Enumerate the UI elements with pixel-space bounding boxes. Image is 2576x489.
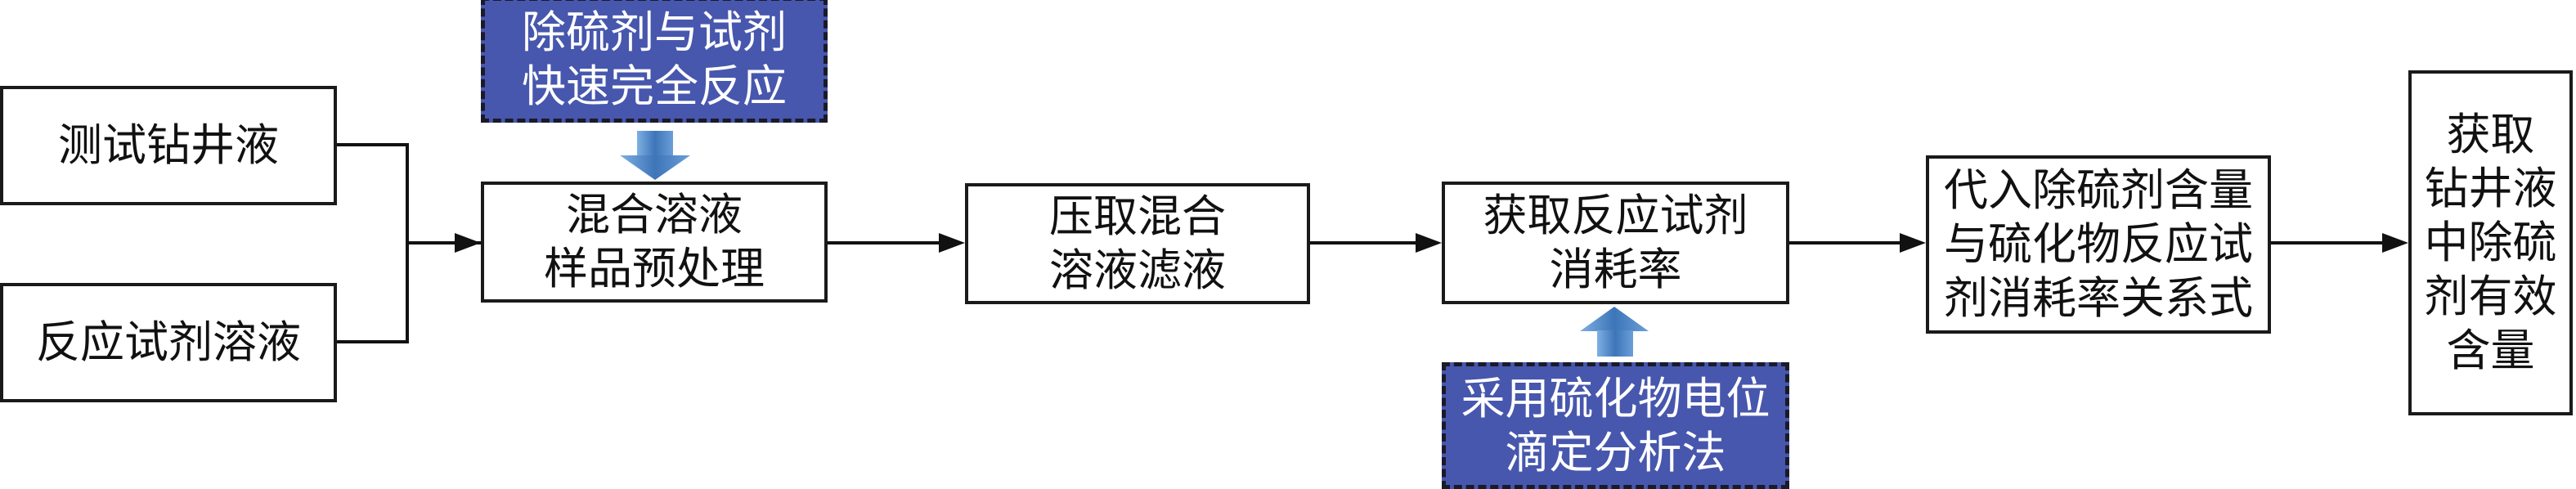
box-text: 消耗率 (1549, 244, 1682, 295)
box-text: 中除硫 (2424, 217, 2557, 268)
step-effective-content: 获取 钻井液 中除硫 剂有效 含量 (2408, 70, 2573, 415)
box-text: 溶液滤液 (1049, 244, 1226, 296)
box-text: 获取反应试剂 (1483, 190, 1748, 241)
box-text: 测试钻井液 (58, 119, 279, 171)
note-text: 滴定分析法 (1505, 426, 1726, 478)
box-text: 获取 (2446, 109, 2535, 160)
merge-connector (337, 143, 451, 343)
box-text: 含量 (2446, 325, 2535, 376)
box-text: 样品预处理 (544, 243, 765, 294)
step-relation-formula: 代入除硫剂含量 与硫化物反应试 剂消耗率关系式 (1926, 155, 2271, 334)
box-text: 压取混合 (1049, 191, 1226, 242)
note-fast-reaction: 除硫剂与试剂 快速完全反应 (481, 0, 828, 123)
box-text: 剂有效 (2424, 271, 2557, 322)
down-arrow-icon (620, 131, 690, 180)
box-text: 钻井液 (2424, 163, 2557, 214)
note-text: 采用硫化物电位 (1461, 372, 1770, 424)
input-reagent-solution: 反应试剂溶液 (0, 283, 337, 402)
arrow-to-press (939, 233, 965, 253)
box-text: 混合溶液 (566, 189, 743, 240)
arrow-to-formula (1900, 233, 1926, 253)
step-consumption-rate: 获取反应试剂 消耗率 (1442, 182, 1789, 304)
note-text: 除硫剂与试剂 (522, 7, 787, 58)
up-arrow-icon (1580, 307, 1649, 357)
arrow-to-rate (1416, 233, 1442, 253)
note-titration-method: 采用硫化物电位 滴定分析法 (1442, 362, 1789, 489)
step-sample-pretreatment: 混合溶液 样品预处理 (481, 182, 828, 303)
step-press-filtrate: 压取混合 溶液滤液 (965, 183, 1310, 304)
box-text: 剂消耗率关系式 (1944, 272, 2253, 324)
box-text: 反应试剂溶液 (36, 316, 301, 368)
arrow-to-result (2382, 233, 2408, 253)
note-text: 快速完全反应 (522, 61, 787, 112)
input-drilling-fluid: 测试钻井液 (0, 86, 337, 205)
box-text: 代入除硫剂含量 (1944, 164, 2253, 216)
box-text: 与硫化物反应试 (1944, 218, 2253, 270)
